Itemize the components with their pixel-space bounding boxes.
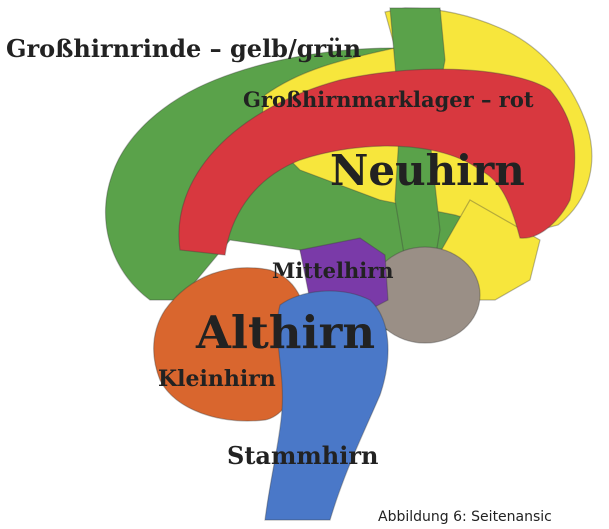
label-brainstem: Stammhirn — [227, 441, 378, 470]
figure-caption: Abbildung 6: Seitenansic — [378, 509, 552, 525]
label-cortex: Großhirnrinde – gelb/grün — [6, 34, 361, 63]
label-paleo: Althirn — [196, 306, 375, 359]
label-neocortex: Neuhirn — [330, 146, 525, 195]
label-white-matter: Großhirnmarklager – rot — [243, 87, 534, 112]
label-cerebellum: Kleinhirn — [158, 366, 276, 392]
label-midbrain: Mittelhirn — [272, 258, 394, 283]
